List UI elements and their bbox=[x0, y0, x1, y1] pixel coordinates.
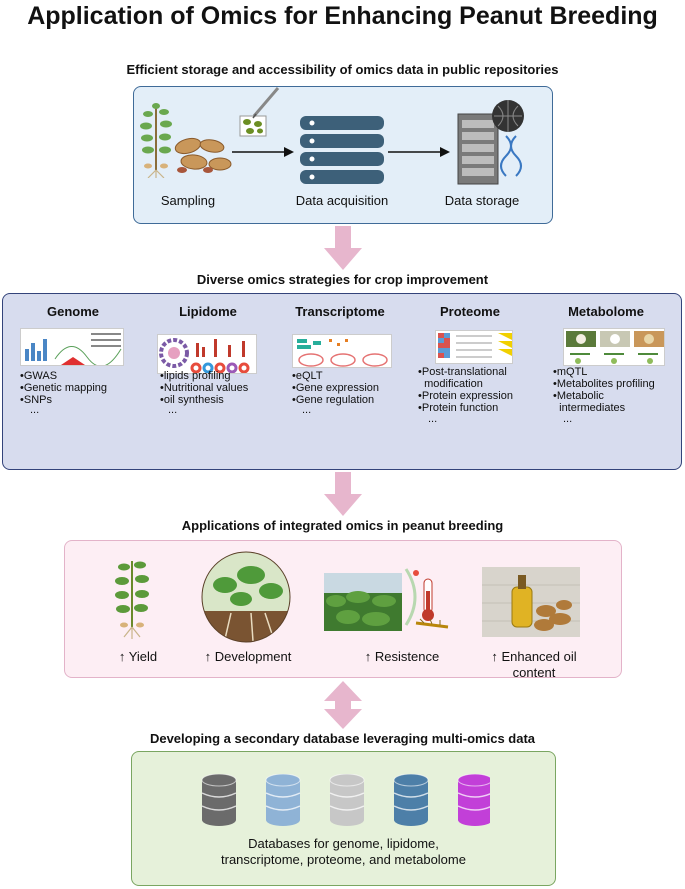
peanut-plant-icon bbox=[115, 561, 149, 639]
genome-item: GWAS bbox=[20, 370, 107, 382]
metabolome-item: Metabolic bbox=[553, 390, 655, 402]
metabolome-more: ... bbox=[563, 413, 573, 425]
peanut-plant-icon bbox=[140, 103, 172, 178]
metabolome-item: mQTL bbox=[553, 366, 655, 378]
arrow-icon bbox=[388, 147, 450, 157]
app-yield: ↑ Yield bbox=[118, 649, 158, 664]
database-caption-line1: Databases for genome, lipidome, bbox=[248, 836, 439, 851]
metabolome-thumbnail bbox=[563, 328, 665, 366]
transcriptome-item: eQLT bbox=[292, 370, 379, 382]
metabolome-item: Metabolites profiling bbox=[553, 378, 655, 390]
proteome-thumbnail bbox=[435, 330, 513, 364]
database-cylinder-icon bbox=[457, 774, 490, 826]
lipidome-item: oil synthesis bbox=[160, 394, 248, 406]
section1-heading: Efficient storage and accessibility of o… bbox=[126, 62, 559, 77]
lipidome-item: Nutritional values bbox=[160, 382, 248, 394]
metabolome-list: mQTL Metabolites profiling Metabolic int… bbox=[553, 366, 655, 414]
insect-icon bbox=[415, 621, 449, 629]
column-metabolome-title: Metabolome bbox=[568, 304, 644, 319]
proteome-list: Post-translational modification Protein … bbox=[418, 366, 513, 414]
database-icons-row bbox=[201, 774, 490, 826]
flow-arrow-3 bbox=[324, 681, 362, 729]
lipidome-thumbnail bbox=[157, 334, 257, 374]
proteome-item: Protein function bbox=[418, 402, 513, 414]
app-enhanced-oil-line1: ↑ Enhanced oil bbox=[491, 649, 577, 664]
database-cylinder-icon bbox=[393, 774, 429, 826]
lipidome-list: lipids profiling Nutritional values oil … bbox=[160, 370, 248, 406]
section3-heading: Applications of integrated omics in pean… bbox=[181, 518, 504, 533]
proteome-item: modification bbox=[424, 378, 483, 390]
genome-more: ... bbox=[30, 404, 40, 416]
page-title: Application of Omics for Enhancing Peanu… bbox=[27, 2, 658, 30]
arrow-icon bbox=[232, 147, 294, 157]
transcriptome-item: Gene expression bbox=[292, 382, 379, 394]
section2-heading: Diverse omics strategies for crop improv… bbox=[196, 272, 489, 287]
transcriptome-thumbnail bbox=[292, 334, 392, 368]
oil-bottle-icon bbox=[482, 567, 580, 637]
lipidome-more: ... bbox=[168, 404, 178, 416]
database-caption-line2: transcriptome, proteome, and metabolome bbox=[221, 852, 466, 867]
transcriptome-list: eQLT Gene expression Gene regulation bbox=[292, 370, 379, 406]
app-resistance: ↑ Resistence bbox=[364, 649, 440, 664]
syringe-icon bbox=[239, 87, 280, 137]
section4-heading: Developing a secondary database leveragi… bbox=[149, 731, 536, 746]
peanut-pods-icon bbox=[174, 137, 232, 173]
column-genome-title: Genome bbox=[46, 304, 99, 319]
genome-list: GWAS Genetic mapping SNPs bbox=[20, 370, 107, 406]
genome-item: Genetic mapping bbox=[20, 382, 107, 394]
flow-arrow-2 bbox=[324, 472, 362, 516]
proteome-item: Post-translational bbox=[418, 366, 513, 378]
genome-item: SNPs bbox=[20, 394, 107, 406]
column-proteome-title: Proteome bbox=[440, 304, 500, 319]
dna-icon bbox=[500, 135, 522, 177]
database-caption: Databases for genome, lipidome, transcri… bbox=[131, 836, 556, 868]
database-cylinder-icon bbox=[329, 774, 365, 826]
field-image bbox=[324, 568, 449, 631]
step-data-acquisition: Data acquisition bbox=[295, 193, 389, 208]
proteome-more: ... bbox=[428, 413, 438, 425]
app-development: ↑ Development bbox=[204, 649, 292, 664]
app-enhanced-oil-line2: content bbox=[512, 665, 556, 680]
transcriptome-item: Gene regulation bbox=[292, 394, 379, 406]
database-icon bbox=[300, 116, 384, 184]
server-icon bbox=[457, 100, 524, 185]
genome-thumbnail bbox=[20, 328, 124, 366]
proteome-item: Protein expression bbox=[418, 390, 513, 402]
column-lipidome-title: Lipidome bbox=[179, 304, 237, 319]
database-cylinder-icon bbox=[265, 774, 301, 826]
column-transcriptome-title: Transcriptome bbox=[295, 304, 385, 319]
lipidome-item: lipids profiling bbox=[160, 370, 248, 382]
step-data-storage: Data storage bbox=[444, 193, 520, 208]
flow-arrow-1 bbox=[324, 226, 362, 270]
app-enhanced-oil: ↑ Enhanced oil content bbox=[474, 649, 594, 681]
step-sampling: Sampling bbox=[160, 193, 216, 208]
transcriptome-more: ... bbox=[302, 404, 312, 416]
database-cylinder-icon bbox=[201, 774, 237, 826]
development-image bbox=[201, 551, 291, 643]
metabolome-item: intermediates bbox=[559, 402, 626, 414]
